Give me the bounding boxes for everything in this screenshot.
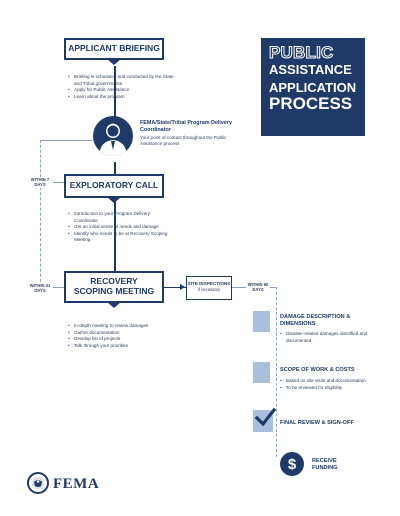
step-title: RECEIVE FUNDING: [312, 458, 338, 471]
step-title: FINAL REVIEW & SIGN-OFF: [280, 420, 354, 426]
document-stack-icon: [253, 308, 273, 332]
within-60-days-label: WITHIN 60 DAYS: [246, 282, 270, 293]
bracket-left-2: [40, 182, 41, 287]
within-7-days-label: WITHIN 7 DAYS: [27, 177, 53, 188]
site-inspections-box: SITE INSPECTIONS if necessary: [186, 276, 232, 300]
within-21-days-label: WITHIN 21 DAYS: [27, 283, 53, 294]
exploratory-call-label: EXPLORATORY CALL: [69, 180, 159, 191]
scoping-bullet: Talk through your priorities: [68, 343, 168, 350]
applicant-briefing-box: APPLICANT BRIEFING: [64, 38, 164, 60]
exploratory-bullet: Get an initial sense of needs and damage: [68, 224, 168, 231]
site-inspections-label: SITE INSPECTIONS: [187, 281, 231, 286]
scoping-to-site-line: [164, 287, 186, 288]
briefing-bullets: Briefing is scheduled and conducted by t…: [68, 74, 178, 100]
scoping-bullet: In-depth meeting to review damages: [68, 323, 168, 330]
exploratory-bullet: Identify who needs to be at Recovery Sco…: [68, 231, 168, 244]
step-title: SCOPE OF WORK & COSTS: [280, 367, 355, 373]
exploratory-bullets: Introduction to your Program Delivery Co…: [68, 211, 168, 244]
bracket-left-1: [40, 140, 41, 182]
coordinator-desc: Your point of contact throughout the Pub…: [140, 135, 227, 147]
step-bullet: Based on site visits and documentation: [280, 378, 370, 385]
title-block: PUBLIC ASSISTANCE APPLICATION PROCESS: [261, 38, 365, 136]
title-line-3: APPLICATION: [269, 80, 357, 95]
recovery-scoping-box: RECOVERY SCOPING MEETING: [64, 271, 164, 303]
dollar-icon: $: [280, 452, 304, 476]
fema-logo-text: FEMA: [53, 476, 100, 492]
person-icon: [93, 116, 133, 156]
applicant-briefing-label: APPLICANT BRIEFING: [68, 43, 160, 54]
scoping-bullet: Gather documentation: [68, 330, 168, 337]
step-bullets: Based on site visits and documentation T…: [280, 378, 370, 391]
bracket-top: [40, 140, 92, 141]
step-title: DAMAGE DESCRIPTION & DIMENSIONS: [280, 314, 351, 327]
main-connector-2: [114, 162, 116, 174]
exploratory-bullet: Introduction to your Program Delivery Co…: [68, 211, 168, 224]
recovery-scoping-label: RECOVERY SCOPING MEETING: [73, 276, 155, 296]
scoping-bullet: Develop list of projects: [68, 336, 168, 343]
title-line-2: ASSISTANCE: [269, 62, 352, 77]
checkmark-icon: [253, 407, 276, 432]
step-bullets: Disaster-related damages identified and …: [280, 331, 370, 344]
title-line-4: PROCESS: [269, 94, 353, 113]
site-inspections-sub: if necessary: [197, 287, 221, 292]
coordinator-title: FEMA/State/Tribal Program Delivery Coord…: [140, 120, 232, 133]
step-bullet: Disaster-related damages identified and …: [280, 331, 370, 344]
briefing-bullet: Apply for Public Assistance: [68, 87, 178, 94]
exploratory-call-box: EXPLORATORY CALL: [64, 174, 164, 198]
briefing-bullet: Learn about the program: [68, 94, 178, 101]
steps-connector: [276, 287, 277, 457]
title-line-1: PUBLIC: [269, 43, 334, 62]
step-bullet: To be reviewed for eligibility: [280, 385, 370, 392]
dhs-seal-icon: [27, 472, 49, 494]
document-stack-icon: [253, 359, 273, 383]
briefing-bullet: Briefing is scheduled and conducted by t…: [68, 74, 178, 87]
arrow-right-icon: [180, 284, 185, 290]
scoping-bullets: In-depth meeting to review damages Gathe…: [68, 323, 168, 349]
